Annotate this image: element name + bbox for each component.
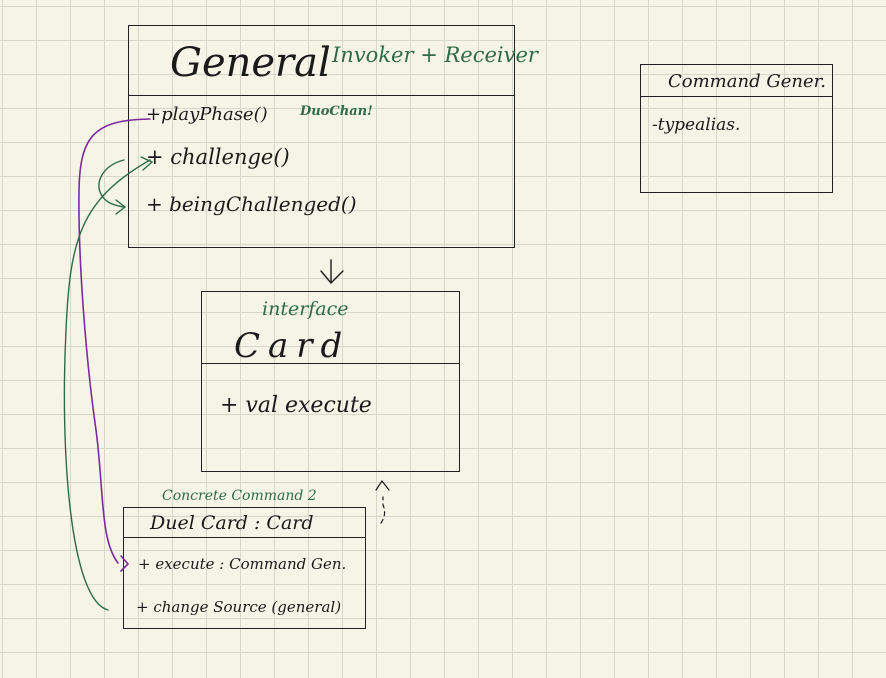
duel-card-class-divider [123, 537, 366, 538]
general-to-card-arrow [320, 259, 344, 285]
card-interface-title: Card [234, 326, 351, 366]
card-method-execute: + val execute [220, 393, 372, 418]
duel-card-method-changesource: + change Source (general) [136, 598, 342, 616]
general-method-note: DuoChan! [300, 104, 373, 119]
duel-card-class-title: Duel Card : Card [150, 512, 314, 534]
general-class-title: General [170, 40, 331, 86]
general-method-beingchallenged: + beingChallenged() [146, 192, 357, 216]
general-method-challenge: + challenge() [146, 145, 290, 169]
duelcard-realizes-card-arrow [375, 479, 390, 524]
card-interface-divider [201, 363, 460, 364]
general-method-playphase: +playPhase() [146, 104, 268, 125]
card-stereotype: interface [262, 298, 349, 320]
command-gen-class-title: Command Gener. [668, 71, 826, 92]
card-interface-box [201, 291, 460, 472]
general-class-box [128, 25, 515, 248]
command-gen-class-divider [640, 96, 833, 97]
playphase-execute-connector [78, 118, 151, 572]
general-class-divider [128, 95, 515, 96]
command-gen-attribute: -typealias. [652, 115, 741, 135]
challenge-changesource-connector [63, 156, 154, 611]
general-annotation: Invoker + Receiver [332, 43, 538, 67]
duel-card-stereotype: Concrete Command 2 [162, 488, 317, 504]
duel-card-method-execute: + execute : Command Gen. [138, 555, 347, 573]
command-gen-class-box [640, 64, 833, 193]
